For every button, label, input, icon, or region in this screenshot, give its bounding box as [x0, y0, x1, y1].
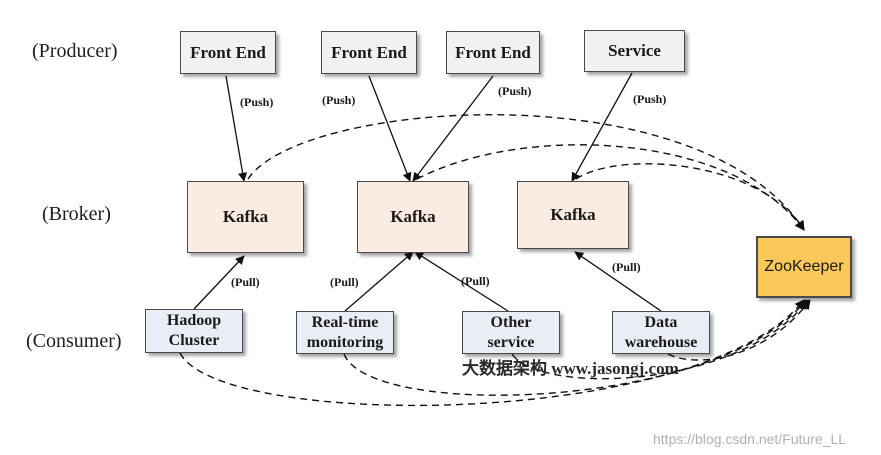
zk-link-consumer-1	[179, 299, 805, 407]
pull-label-4: (Pull)	[612, 260, 641, 274]
consumer-box-other-service: Other service	[462, 311, 560, 354]
push-arrow-2	[368, 75, 412, 182]
push-arrow-1	[225, 75, 248, 182]
zookeeper-box: ZooKeeper	[756, 236, 852, 298]
watermark-jasongj: 大数据架构 www.jasongj.com	[462, 359, 679, 378]
broker-box-kafka-2: Kafka	[357, 181, 469, 253]
pull-label-3: (Pull)	[461, 274, 490, 288]
producer-box-front-end-2: Front End	[321, 31, 417, 74]
pull-arrow-4	[574, 251, 662, 312]
zk-link-broker-3	[575, 163, 805, 231]
zk-link-consumer-3	[511, 299, 809, 380]
zk-link-broker-1	[247, 114, 805, 231]
push-arrow-4	[571, 72, 633, 182]
zk-link-consumer-4	[667, 299, 811, 361]
consumer-box-real-time-monitoring: Real-time monitoring	[296, 311, 394, 354]
consumer-box-hadoop-cluster: Hadoop Cluster	[145, 309, 243, 353]
row-label-producer: (Producer)	[32, 40, 118, 62]
pull-arrow-3	[414, 251, 509, 312]
push-label-1: (Push)	[240, 95, 274, 109]
push-label-2: (Push)	[322, 93, 356, 107]
producer-box-front-end-1: Front End	[180, 31, 276, 74]
pull-label-1: (Pull)	[231, 275, 260, 289]
consumer-box-data-warehouse: Data warehouse	[612, 311, 710, 354]
zk-link-consumer-2	[343, 299, 807, 396]
broker-box-kafka-1: Kafka	[187, 181, 304, 253]
push-label-3: (Push)	[498, 84, 532, 98]
push-arrow-3	[412, 75, 494, 182]
row-label-broker: (Broker)	[42, 203, 111, 225]
producer-box-front-end-3: Front End	[446, 31, 540, 74]
broker-box-kafka-3: Kafka	[517, 181, 629, 249]
pull-label-2: (Pull)	[330, 275, 359, 289]
pull-arrow-1	[193, 255, 245, 310]
watermark-csdn: https://blog.csdn.net/Future_LL	[653, 431, 847, 447]
push-label-4: (Push)	[633, 92, 667, 106]
producer-box-service: Service	[584, 30, 685, 72]
pull-arrow-2	[344, 251, 414, 312]
row-label-consumer: (Consumer)	[26, 330, 122, 352]
